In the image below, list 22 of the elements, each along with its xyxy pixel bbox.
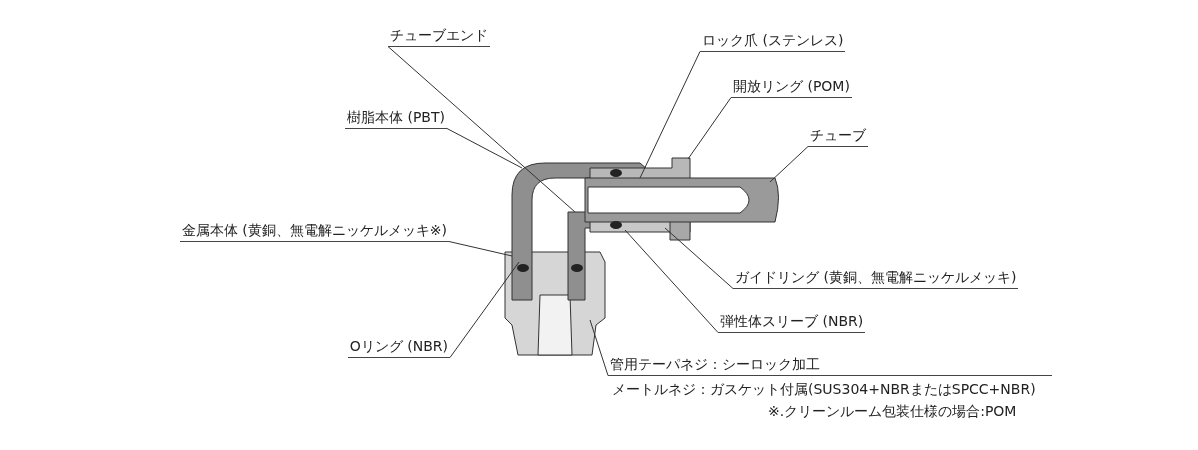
leader-line xyxy=(624,229,719,333)
leader-line xyxy=(589,319,609,376)
callout-label: 開放リング (POM) xyxy=(731,77,852,98)
callout-label: 弾性体スリーブ (NBR) xyxy=(718,312,866,333)
leader-line xyxy=(769,146,809,183)
leader-line xyxy=(387,46,576,213)
callout-label: ガイドリング (黄銅、無電解ニッケルメッキ) xyxy=(733,268,1019,289)
leader-line xyxy=(664,227,734,289)
callout-label: チューブエンド xyxy=(388,26,490,47)
callout-label: 樹脂本体 (PBT) xyxy=(345,108,447,129)
callout-label: チューブ xyxy=(808,126,868,147)
leader-line xyxy=(687,97,732,160)
note-text: ※.クリーンルーム包装仕様の場合:POM xyxy=(768,402,1017,420)
leader-line xyxy=(449,261,520,358)
leader-line xyxy=(448,241,513,257)
note-text: メートルネジ：ガスケット付属(SUS304+NBRまたはSPCC+NBR) xyxy=(612,380,1036,398)
callout-label: 金属本体 (黄銅、無電解ニッケルメッキ※) xyxy=(179,221,449,242)
callout-label: Oリング (NBR) xyxy=(347,337,450,358)
callout-label: 管用テーパネジ：シーロック加工 xyxy=(608,355,1052,376)
leader-line xyxy=(446,128,523,169)
callout-label: ロック爪 (ステンレス) xyxy=(700,31,846,52)
leader-line xyxy=(639,51,701,179)
